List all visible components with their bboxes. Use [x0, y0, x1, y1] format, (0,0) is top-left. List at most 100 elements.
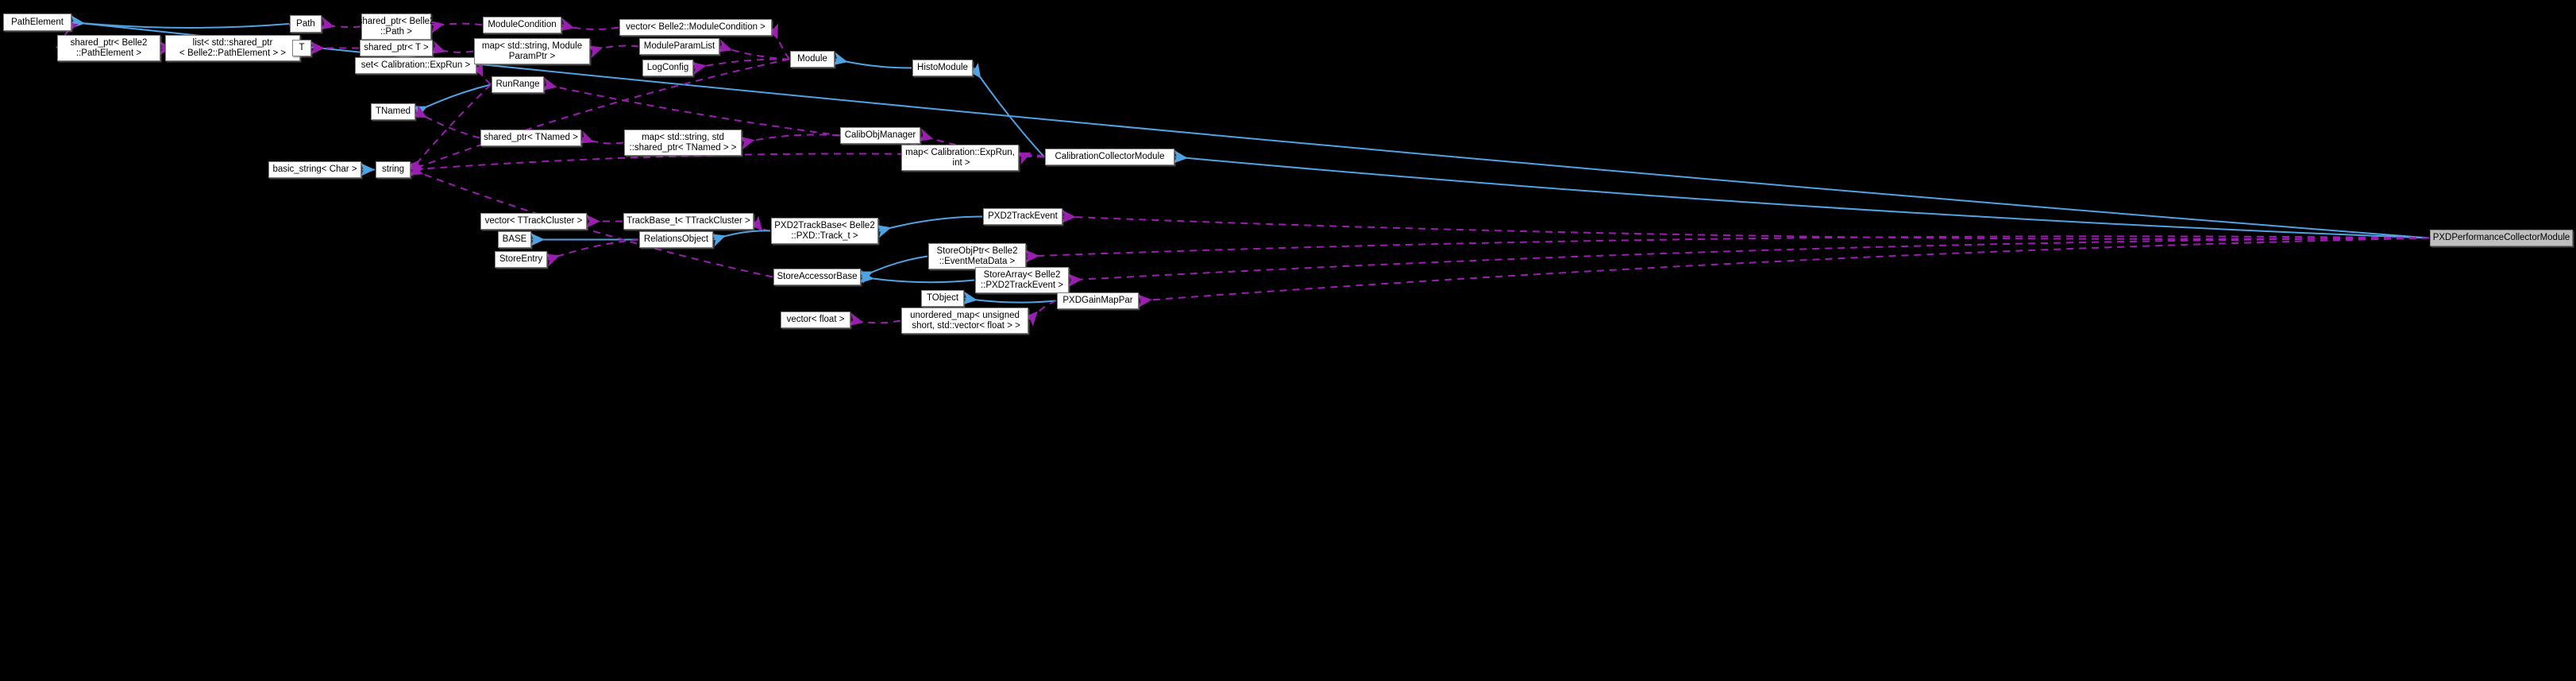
class-node-sharedPtrTNamed[interactable]: shared_ptr< TNamed >	[480, 130, 581, 146]
class-node-label: shared_ptr< Belle2 ::PathElement >	[70, 37, 148, 58]
class-node-label: StoreEntry	[499, 254, 543, 265]
edge-StoreArrayPXD2TrackEv-to-StoreAccessorBase	[858, 269, 975, 284]
class-node-RelationsObject[interactable]: RelationsObject	[639, 231, 713, 248]
class-node-T[interactable]: T	[292, 40, 311, 56]
class-node-label: shared_ptr< T >	[364, 43, 429, 53]
edge-HistoModule-to-Module	[832, 52, 912, 69]
class-node-label: TObject	[926, 293, 959, 304]
class-node-PXD2TrackBase[interactable]: PXD2TrackBase< Belle2 ::PXD::Track_t >	[771, 218, 878, 244]
edge-RelationsObject-to-StoreEntry	[544, 238, 639, 267]
class-node-sharedPtrPathElement[interactable]: shared_ptr< Belle2 ::PathElement >	[57, 35, 160, 61]
class-node-CalibrationCollector[interactable]: CalibrationCollectorModule	[1045, 149, 1174, 165]
edge-sharedPtrTNamed-to-TNamed	[411, 105, 480, 139]
class-node-TrackBaseTTrackCluster[interactable]: TrackBase_t< TTrackCluster >	[623, 213, 754, 230]
class-node-PathElement[interactable]: PathElement	[3, 14, 71, 31]
class-node-label: shared_ptr< TNamed >	[484, 133, 578, 143]
edge-PXD2TrackEvent-to-PXD2TrackBase	[875, 215, 983, 238]
class-node-label: unordered_map< unsigned short, std::vect…	[910, 310, 1020, 331]
class-node-label: PXD2TrackBase< Belle2 ::PXD::Track_t >	[774, 220, 875, 241]
edge-vectorModuleCondition-to-ModuleCondition	[558, 17, 619, 32]
class-node-StoreArrayPXD2TrackEv[interactable]: StoreArray< Belle2 ::PXD2TrackEvent >	[975, 267, 1069, 293]
class-node-PXDPerformanceCollector[interactable]: PXDPerformanceCollectorModule	[2430, 230, 2573, 246]
class-node-label: Module	[797, 54, 827, 64]
class-node-label: RunRange	[496, 79, 540, 90]
class-node-StoreAccessorBase[interactable]: StoreAccessorBase	[773, 269, 861, 285]
class-node-label: vector< float >	[786, 315, 845, 325]
edge-StoreObjPtrEventMeta-to-StoreAccessorBase	[857, 255, 928, 284]
class-node-BASE[interactable]: BASE	[498, 231, 531, 248]
class-node-label: set< Calibration::ExpRun >	[361, 60, 471, 71]
class-node-listSharedPtrPathElem[interactable]: list< std::shared_ptr < Belle2::PathElem…	[165, 35, 300, 61]
edge-Module-to-ModuleParamList	[716, 39, 790, 60]
class-node-label: T	[299, 43, 305, 53]
class-node-RunRange[interactable]: RunRange	[492, 76, 544, 93]
edge-CalibObjManager-to-mapStringSharedTNamed	[739, 133, 840, 150]
class-node-unorderedMapUShortVec[interactable]: unordered_map< unsigned short, std::vect…	[901, 308, 1028, 334]
class-node-label: map< std::string, std ::shared_ptr< TNam…	[629, 132, 737, 153]
edge-ModuleCondition-to-sharedPtrBelle2Path	[429, 20, 483, 34]
class-node-vectorModuleCondition[interactable]: vector< Belle2::ModuleCondition >	[619, 19, 772, 36]
edge-PXD2TrackBase-to-RelationsObject	[710, 230, 771, 247]
class-node-basicStringChar[interactable]: basic_string< Char >	[268, 161, 361, 178]
edge-PXDPerformanceCollector-to-PXD2TrackEvent	[1061, 210, 2430, 240]
class-node-label: basic_string< Char >	[272, 164, 357, 175]
edge-RunRange-to-string	[405, 83, 492, 176]
class-node-HistoModule[interactable]: HistoModule	[912, 60, 973, 76]
class-node-label: RelationsObject	[643, 234, 709, 245]
edge-sharedPtrBelle2Path-to-Path	[319, 17, 361, 30]
class-node-vectorTTrackCluster[interactable]: vector< TTrackCluster >	[480, 213, 587, 230]
class-node-label: StoreObjPtr< Belle2 ::EventMetaData >	[936, 246, 1018, 266]
edge-PXD2TrackBase-to-TrackBaseTTrackCluster	[748, 215, 771, 232]
class-node-label: vector< TTrackCluster >	[484, 216, 583, 226]
class-node-label: Path	[296, 18, 315, 29]
class-node-CalibObjManager[interactable]: CalibObjManager	[840, 127, 920, 144]
edge-unorderedMapUShortVec-to-vectorFloat	[848, 312, 901, 327]
class-node-setCalibrationExpRun[interactable]: set< Calibration::ExpRun >	[355, 57, 476, 74]
class-node-ModuleParamList[interactable]: ModuleParamList	[639, 38, 719, 55]
edge-mapStringSharedTNamed-to-sharedPtrTNamed	[578, 130, 624, 145]
class-node-PXD2TrackEvent[interactable]: PXD2TrackEvent	[983, 208, 1062, 225]
class-node-string[interactable]: string	[376, 161, 411, 178]
class-node-vectorFloat[interactable]: vector< float >	[781, 311, 850, 328]
class-node-mapCalibrationExpRunInt[interactable]: map< Calibration::ExpRun, int >	[901, 145, 1019, 171]
class-node-sharedPtrBelle2Path[interactable]: shared_ptr< Belle2 ::Path >	[358, 14, 434, 40]
class-node-label: PXD2TrackEvent	[988, 211, 1058, 222]
class-node-label: PXDGainMapPar	[1062, 296, 1133, 306]
class-node-mapStringSharedTNamed[interactable]: map< std::string, std ::shared_ptr< TNam…	[624, 130, 742, 156]
class-node-label: TrackBase_t< TTrackCluster >	[627, 216, 750, 226]
edge-PXDPerformanceCollector-to-StoreArrayPXD2TrackEv	[1067, 237, 2430, 287]
class-node-label: StoreArray< Belle2 ::PXD2TrackEvent >	[980, 269, 1064, 290]
class-node-StoreObjPtrEventMeta[interactable]: StoreObjPtr< Belle2 ::EventMetaData >	[928, 243, 1026, 269]
class-node-TNamed[interactable]: TNamed	[371, 103, 415, 120]
class-node-LogConfig[interactable]: LogConfig	[642, 60, 693, 76]
class-node-label: BASE	[502, 234, 527, 245]
class-node-sharedPtrT[interactable]: shared_ptr< T >	[360, 40, 433, 56]
class-node-label: vector< Belle2::ModuleCondition >	[626, 22, 765, 33]
edge-Path-to-PathElement	[70, 15, 290, 29]
edge-CalibrationCollector-to-HistoModule	[966, 63, 1045, 158]
class-node-label: CalibrationCollectorModule	[1055, 152, 1165, 162]
class-node-StoreEntry[interactable]: StoreEntry	[495, 251, 547, 268]
class-node-PXDGainMapPar[interactable]: PXDGainMapPar	[1057, 292, 1139, 309]
class-node-label: StoreAccessorBase	[777, 272, 858, 282]
class-node-label: PathElement	[11, 17, 64, 27]
class-node-Module[interactable]: Module	[790, 51, 835, 68]
class-node-label: shared_ptr< Belle2 ::Path >	[357, 16, 435, 37]
edge-ModuleParamList-to-mapStringModuleParam	[587, 44, 639, 59]
class-node-label: ModuleParamList	[643, 41, 715, 52]
edge-RunRange-to-TNamed	[411, 83, 492, 118]
edge-CalibrationCollector-to-mapCalibrationExpRunInt	[1015, 152, 1045, 164]
class-node-label: map< Calibration::ExpRun, int >	[905, 147, 1015, 168]
class-node-Path[interactable]: Path	[290, 15, 322, 33]
edge-PXDPerformanceCollector-to-StoreObjPtrEventMeta	[1024, 235, 2430, 263]
class-node-ModuleCondition[interactable]: ModuleCondition	[483, 17, 561, 33]
edge-RunRange-to-setCalibrationExpRun	[470, 60, 492, 86]
class-node-label: PXDPerformanceCollectorModule	[2432, 233, 2570, 243]
edge-PXDGainMapPar-to-TObject	[962, 291, 1057, 305]
edge-PXDPerformanceCollector-to-PXDGainMapPar	[1137, 237, 2430, 308]
class-node-TObject[interactable]: TObject	[921, 290, 964, 307]
class-node-label: CalibObjManager	[844, 130, 916, 141]
class-node-label: ModuleCondition	[488, 20, 557, 30]
class-node-mapStringModuleParam[interactable]: map< std::string, Module ParamPtr >	[474, 38, 590, 64]
